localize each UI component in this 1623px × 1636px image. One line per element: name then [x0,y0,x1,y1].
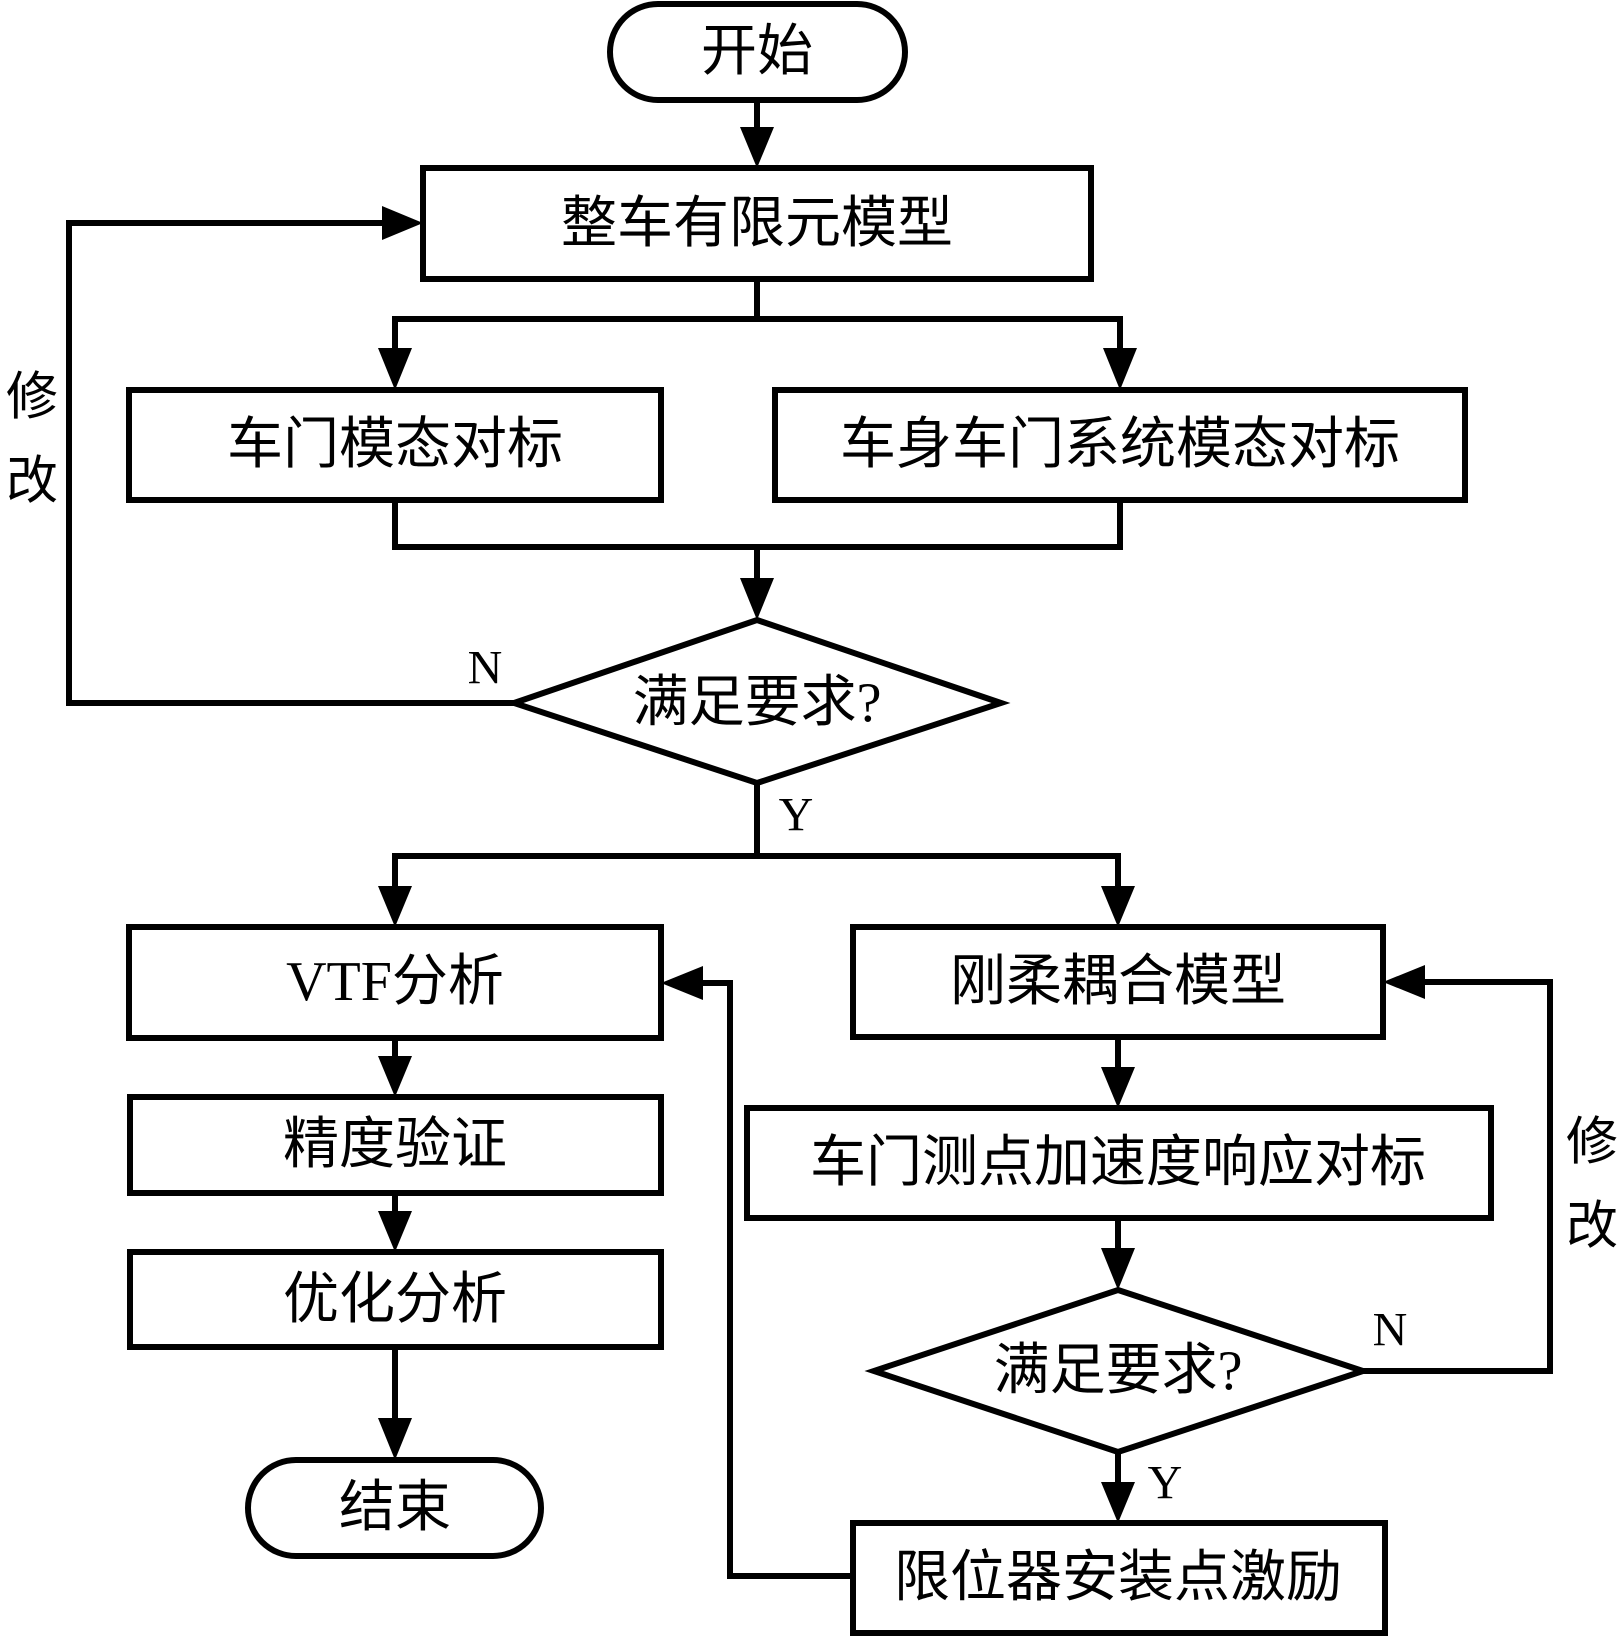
arrowhead-icon [378,1418,412,1460]
door-point-accel-response-benchmark-label: 车门测点加速度响应对标 [810,1132,1426,1194]
decision-1-no-label: N [468,642,503,695]
rigid-flexible-coupling-model-label: 刚柔耦合模型 [950,951,1286,1013]
end-label: 结束 [339,1477,451,1539]
arrowhead-icon [1101,886,1135,927]
accuracy-verification-label: 精度验证 [283,1114,507,1176]
right-modify-char-2: 改 [1566,1199,1618,1256]
body-door-system-modal-benchmark-box [772,387,1468,503]
decision-1-yes-label: Y [779,789,814,842]
decision-2-diamond [864,1286,1373,1456]
labels: 开始 整车有限元模型 车门模态对标 车身车门系统模态对标 满足要求? VTF分析… [6,21,1618,1609]
door-point-accel-response-benchmark-box [744,1105,1494,1221]
arrowhead-icon [378,886,412,927]
arrowhead-icon [740,127,774,168]
door-modal-benchmark-label: 车门模态对标 [227,414,563,476]
arrowhead-icon [378,1211,412,1252]
start-terminal [607,1,908,103]
rigid-flexible-coupling-model-box [850,924,1386,1040]
arrowhead-icon [740,578,774,620]
arrowhead-icon [661,966,703,1000]
vtf-analysis-box [126,924,664,1041]
edge-yes-split-bar [392,853,1121,890]
shapes [126,1,1494,1636]
full-vehicle-fe-model-box [420,165,1094,282]
arrowhead-icon [1383,965,1425,999]
full-vehicle-fe-model-label: 整车有限元模型 [561,193,953,255]
decision-2-label: 满足要求? [994,1340,1243,1402]
accuracy-verification-box [127,1094,664,1196]
edge-merge-bar [392,500,1123,550]
edge-split-bar [392,316,1123,350]
end-terminal [245,1457,544,1559]
right-modify-char-1: 修 [1566,1115,1618,1172]
edge-limiter-to-vtf-loop [700,980,853,1579]
optimization-analysis-box [127,1249,664,1350]
start-label: 开始 [701,21,813,83]
body-door-system-modal-benchmark-label: 车身车门系统模态对标 [840,414,1400,476]
arrowhead-icon [382,206,423,240]
arrowhead-icon [378,1056,412,1097]
arrowhead-icon [1101,1482,1135,1523]
decision-2-no-label: N [1373,1304,1408,1357]
decision-1-diamond [504,616,1011,787]
decision-1-label: 满足要求? [633,672,882,734]
vtf-analysis-label: VTF分析 [286,951,504,1013]
arrowhead-icon [378,348,412,390]
optimization-analysis-label: 优化分析 [283,1269,507,1331]
door-modal-benchmark-box [126,387,664,503]
connectors [66,100,1553,1579]
limiter-mount-excitation-label: 限位器安装点激励 [894,1547,1342,1609]
left-modify-char-1: 修 [6,370,58,427]
limiter-mount-excitation-box [850,1520,1388,1636]
arrowhead-icon [1101,1067,1135,1108]
arrowhead-icon [1101,1248,1135,1290]
decision-2-yes-label: Y [1148,1457,1183,1510]
edge-decision2-no-loop [1363,979,1553,1374]
arrowhead-icon [1103,348,1137,390]
left-modify-char-2: 改 [6,454,58,511]
arrowheads [378,127,1425,1523]
edge-decision1-no-loop [66,220,514,706]
